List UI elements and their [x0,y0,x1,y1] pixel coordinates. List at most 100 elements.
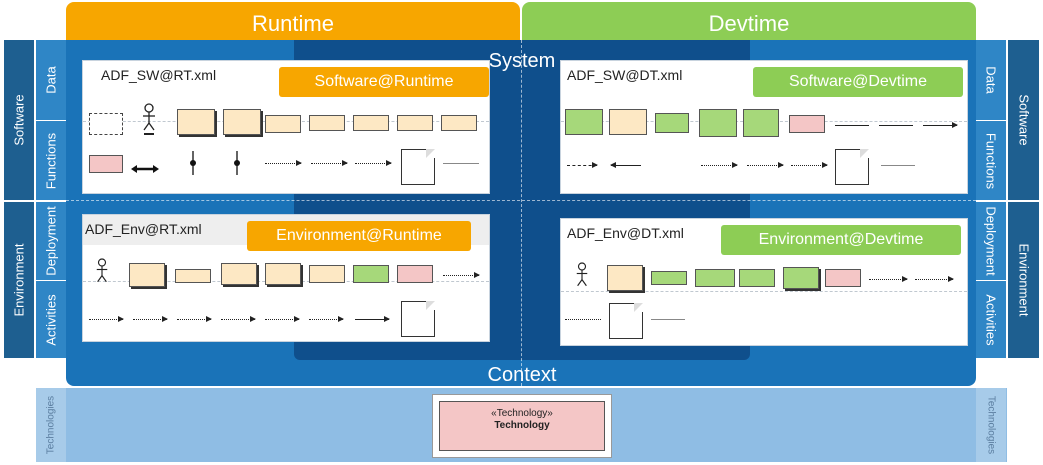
flow-arrow [443,272,480,278]
deployment-side-right: Deployment [976,202,1006,280]
return-arrow [610,162,641,168]
software-side-right: Software [1008,40,1039,200]
flow-arrow [133,316,168,322]
deployment-step [175,269,211,283]
system-label: System [488,50,556,72]
dependency-arrow [923,122,958,128]
row-separator [561,291,967,292]
deployment-side-left: Deployment [36,202,66,280]
data-element-dashed [89,113,123,135]
flow-arrow [177,316,212,322]
runtime-tab: Runtime [66,2,520,42]
dependency-line [879,125,913,126]
flow-arrow [265,160,302,166]
technology-mini [397,265,433,283]
document-icon [401,301,435,337]
flow-arrow [869,276,908,282]
document-icon [835,149,869,185]
lifeline-icon [233,151,241,175]
panel-file-name: ADF_SW@RT.xml [101,67,217,83]
flow-arrow [309,316,344,322]
devtime-tab: Devtime [522,2,976,42]
data-node [177,109,215,135]
data-artifact [609,109,647,135]
association-line [651,319,685,320]
panel-tag: Environment@Runtime [247,221,471,251]
panel-tag: Software@Devtime [753,67,963,97]
flow-arrow [355,160,392,166]
actor-icon [141,103,157,137]
activities-side-right: Activities [976,281,1006,358]
flow-arrow [567,162,598,168]
data-folder [353,115,389,131]
flow-line [565,319,601,320]
row-divider [66,200,976,201]
functions-side-left: Functions [36,121,66,200]
deployment-step [651,271,687,285]
data-folder [397,115,433,131]
data-block [265,115,301,133]
software-side-left: Software [4,40,34,200]
flow-arrow [701,162,738,168]
deployment-block [695,269,735,287]
activities-side-left: Activities [36,281,66,358]
functions-side-right: Functions [976,121,1006,200]
technology-mini [789,115,825,133]
technology-mini [89,155,123,173]
data-folder [655,113,689,133]
technologies-side-left: Technologies [36,388,66,462]
flow-arrow [311,160,348,166]
actor-icon [575,261,589,293]
deployment-node [129,263,165,287]
data-block [441,115,477,131]
deployment-node [783,267,819,289]
context-label: Context [487,364,557,386]
deployment-node [607,265,643,291]
panel-file-name: ADF_Env@RT.xml [85,221,202,237]
technology-mini [825,269,861,287]
data-block [309,115,345,131]
data-side-right: Data [976,40,1006,120]
technology-element: «Technology» Technology [432,394,612,458]
environment-side-left: Environment [4,202,34,358]
flow-arrow [747,162,784,168]
actor-icon [95,257,109,289]
panel-software-devtime: ADF_SW@DT.xml Software@Devtime [560,60,968,194]
deployment-block [309,265,345,283]
flow-arrow [265,316,300,322]
flow-arrow [221,316,256,322]
document-icon [401,149,435,185]
data-side-left: Data [36,40,66,120]
data-module [743,109,779,137]
column-divider [521,40,522,386]
data-library [699,109,737,137]
environment-side-right: Environment [1008,202,1039,358]
data-artifact [565,109,603,135]
association-line [881,165,915,166]
dependency-line [835,125,869,126]
panel-tag: Environment@Devtime [721,225,961,255]
association-line [443,163,479,164]
panel-software-runtime: ADF_SW@RT.xml Software@Runtime [82,60,490,194]
flow-arrow [915,276,954,282]
deployment-block [739,269,775,287]
deployment-node [221,263,257,285]
technology-box: «Technology» Technology [439,401,605,451]
control-arrow [355,316,390,322]
flow-arrow [791,162,828,168]
technologies-side-right: Technologies [976,388,1006,462]
panel-tag: Software@Runtime [279,67,489,97]
flow-arrow [89,316,124,322]
deployment-node [265,263,301,285]
panel-file-name: ADF_SW@DT.xml [567,67,683,83]
panel-file-name: ADF_Env@DT.xml [567,225,684,241]
document-icon [609,303,643,339]
lifeline-icon [189,151,197,175]
panel-environment-runtime: ADF_Env@RT.xml Environment@Runtime [82,214,490,342]
deployment-block [353,265,389,283]
technology-name: Technology [494,420,550,431]
technology-stereotype: «Technology» [491,408,553,419]
bidirectional-arrow-icon [131,160,159,173]
data-node [223,109,261,135]
panel-environment-devtime: ADF_Env@DT.xml Environment@Devtime [560,218,968,346]
